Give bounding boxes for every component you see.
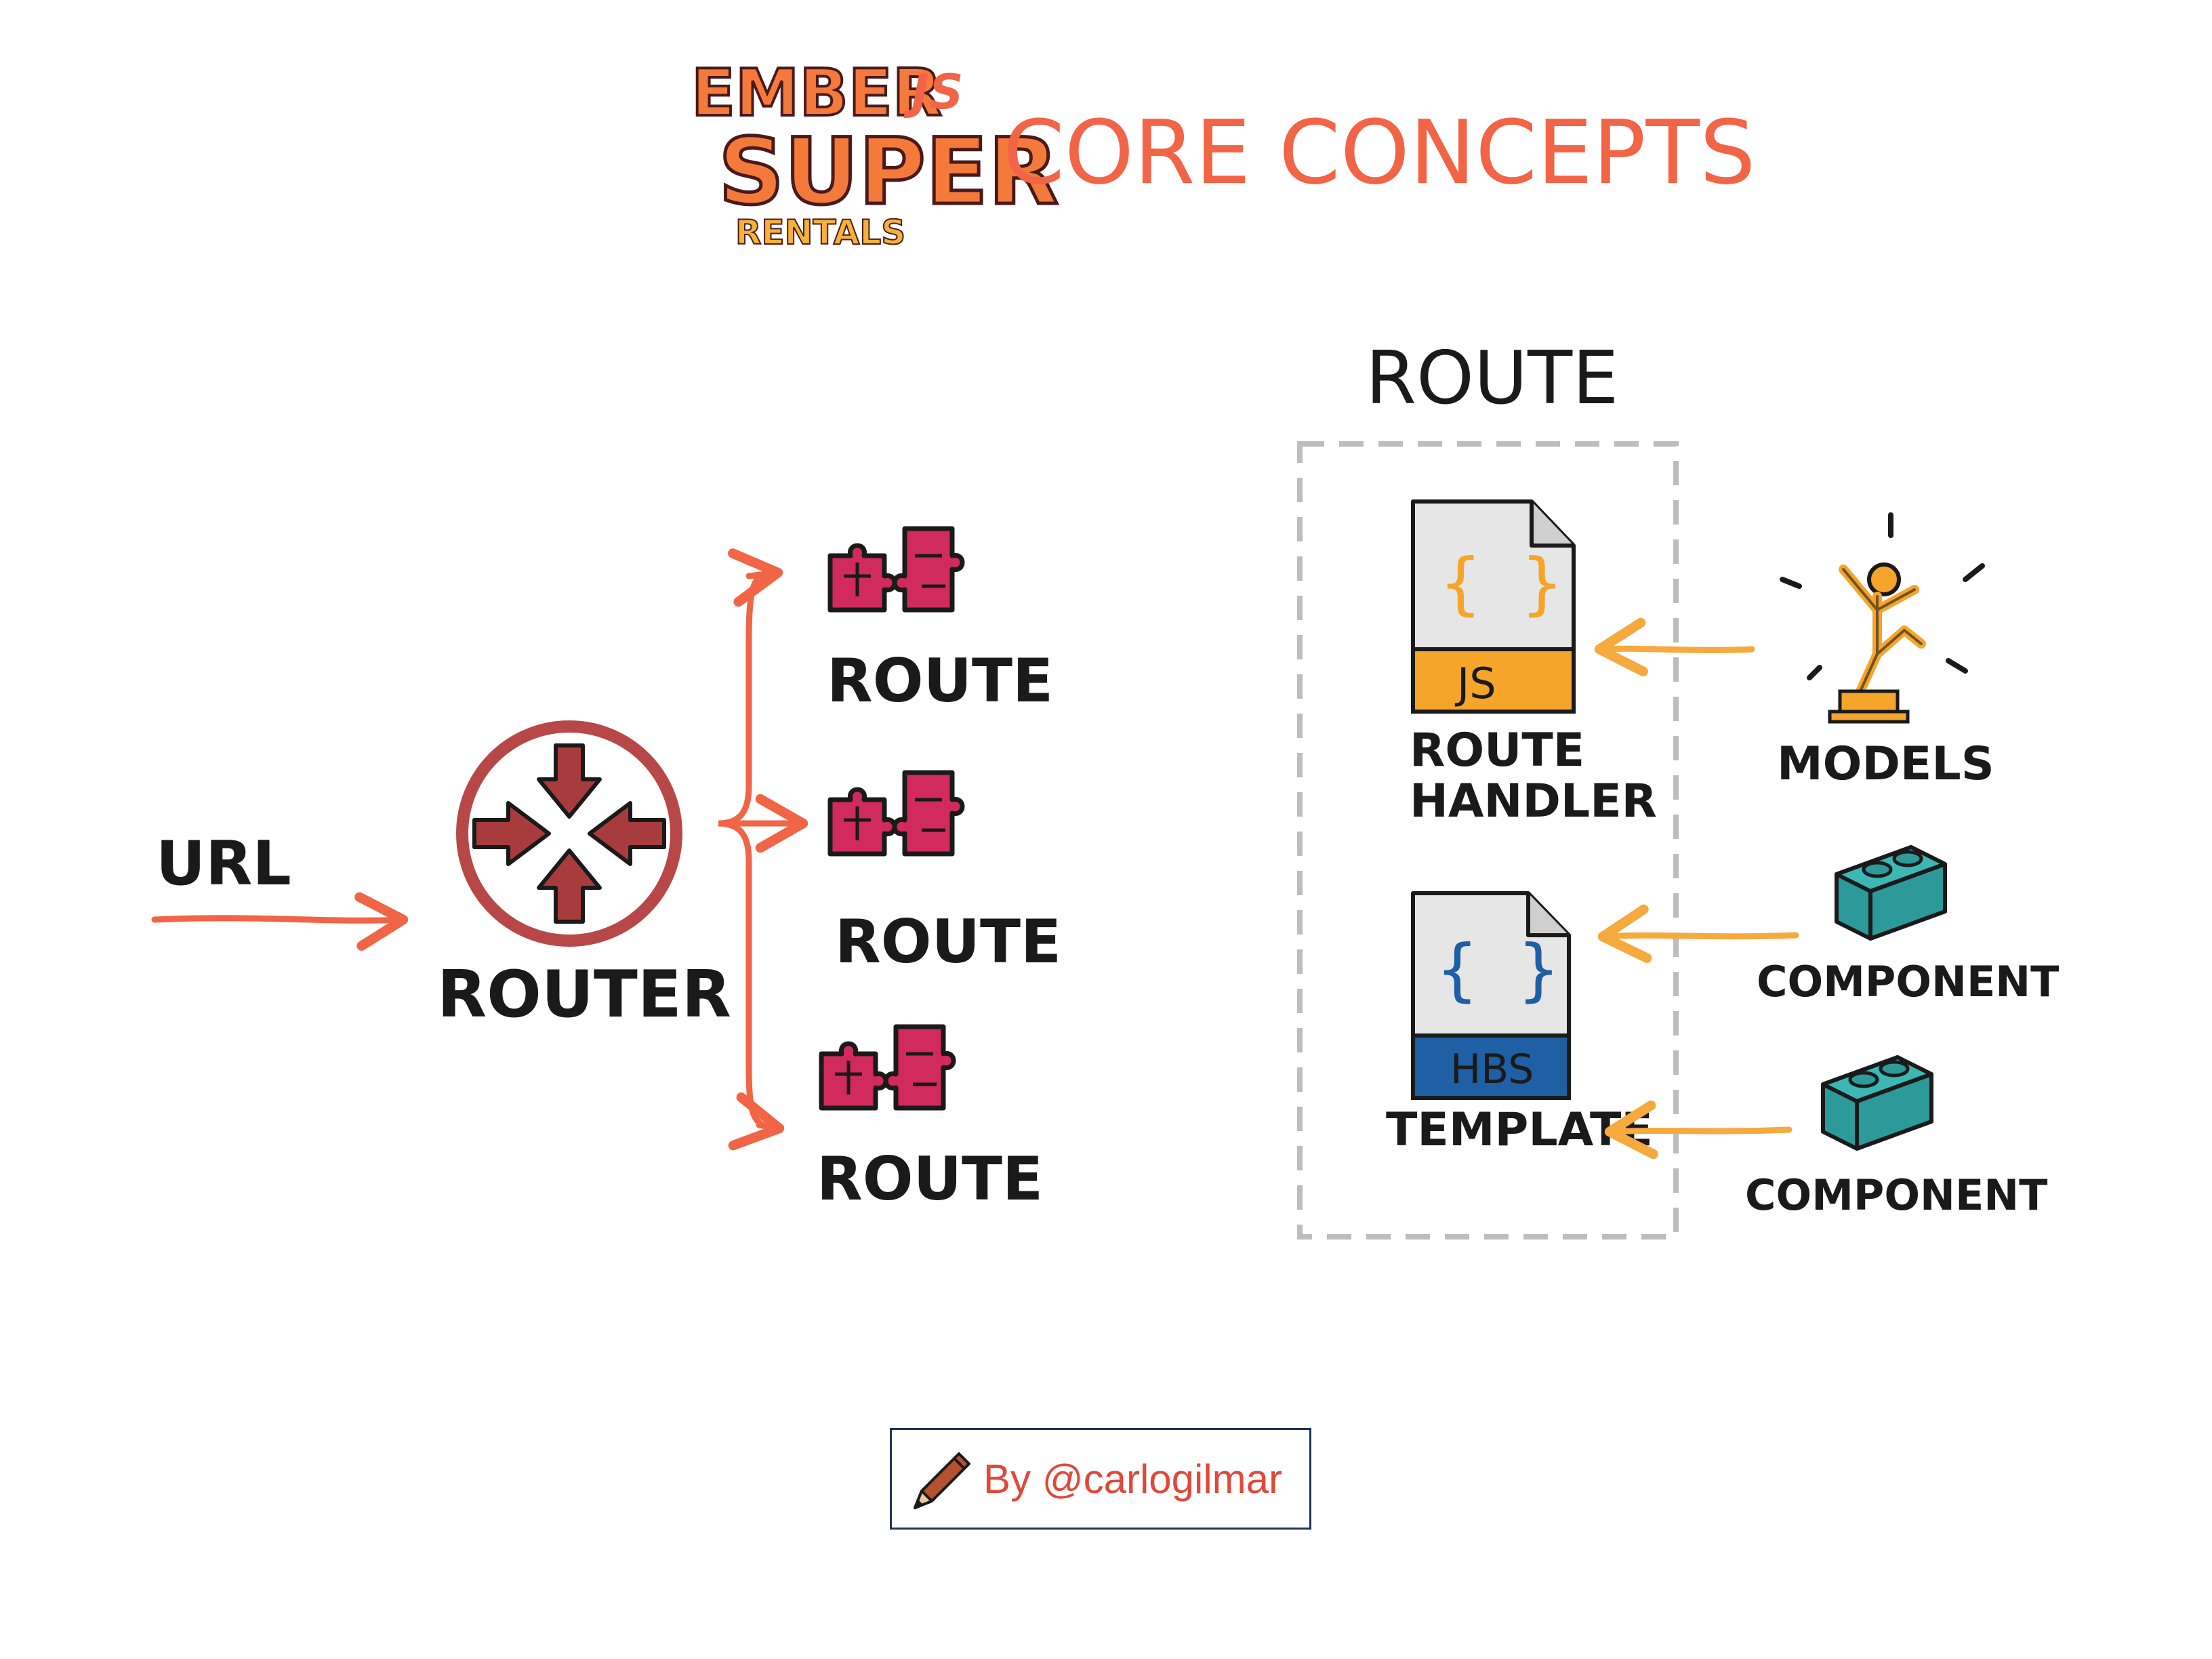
models-icon [1780,512,1985,724]
handler-braces: { } [1440,544,1563,623]
component-label-2: COMPONENT [1745,1170,2047,1220]
route-heading: ROUTE [1366,336,1618,421]
models-label: MODELS [1777,737,1994,791]
url-label: URL [156,828,291,899]
puzzle-icon [830,773,962,854]
route-label: ROUTE [827,646,1053,716]
logo-rentals: RENTALS [735,213,905,252]
models-to-handler-arrow [1594,617,1755,677]
route-item-1: ROUTE [827,529,1053,716]
credit-text: By @carlogilmar [983,1456,1283,1502]
component-to-template-arrow-1 [1597,904,1799,963]
ember-super-rentals-logo: EMBER JS SUPER RENTALS [690,55,1060,253]
url-arrow [151,892,409,951]
route-container [1297,441,1679,1240]
template-file-icon: { } HBS [1411,891,1571,1100]
route-item-2: ROUTE [830,773,1061,977]
component-brick-icon-1 [1837,847,1945,939]
logo-super: SUPER [718,119,1059,225]
template-file-ext: HBS [1450,1046,1534,1093]
route-label: ROUTE [817,1144,1043,1214]
component-to-template-arrow-2 [1604,1100,1793,1160]
template-braces: { } [1437,930,1559,1009]
route-handler-label-line2: HANDLER [1410,775,1657,828]
router-label: ROUTER [437,958,731,1032]
component-brick-icon-2 [1823,1057,1931,1149]
handler-file-ext: JS [1454,659,1496,708]
route-handler-file-icon: { } JS [1411,499,1576,714]
component-label-1: COMPONENT [1757,957,2059,1006]
puzzle-icon [830,529,962,610]
credit-box: By @carlogilmar [890,1428,1311,1530]
logo-js: JS [903,64,963,120]
route-handler-label-line1: ROUTE [1410,724,1584,777]
router-branches [718,548,808,1151]
puzzle-icon [821,1027,954,1108]
router-icon [456,720,682,947]
logo-ember: EMBER [691,56,942,131]
route-label: ROUTE [835,907,1061,977]
pencil-icon [914,1452,970,1509]
page-title: CORE CONCEPTS [1003,101,1755,204]
route-item-3: ROUTE [817,1027,1043,1214]
